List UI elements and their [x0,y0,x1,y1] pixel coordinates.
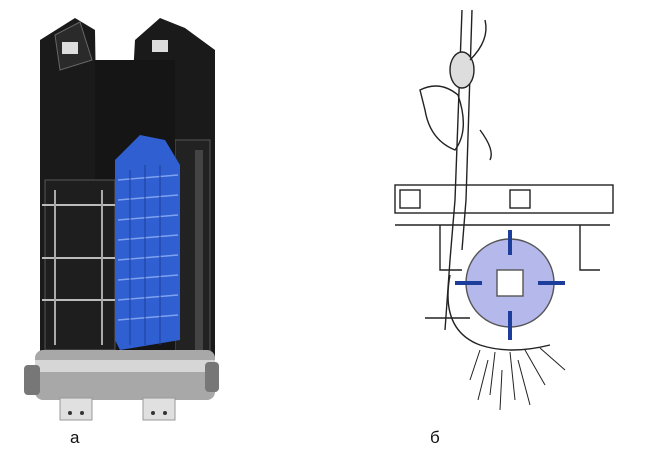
harvester-unit-photo [24,18,219,421]
rotor-blades [455,230,565,340]
schematic-diagram [394,9,614,411]
panel-a-label: а [70,428,80,447]
panel-b-label: б [430,428,440,447]
